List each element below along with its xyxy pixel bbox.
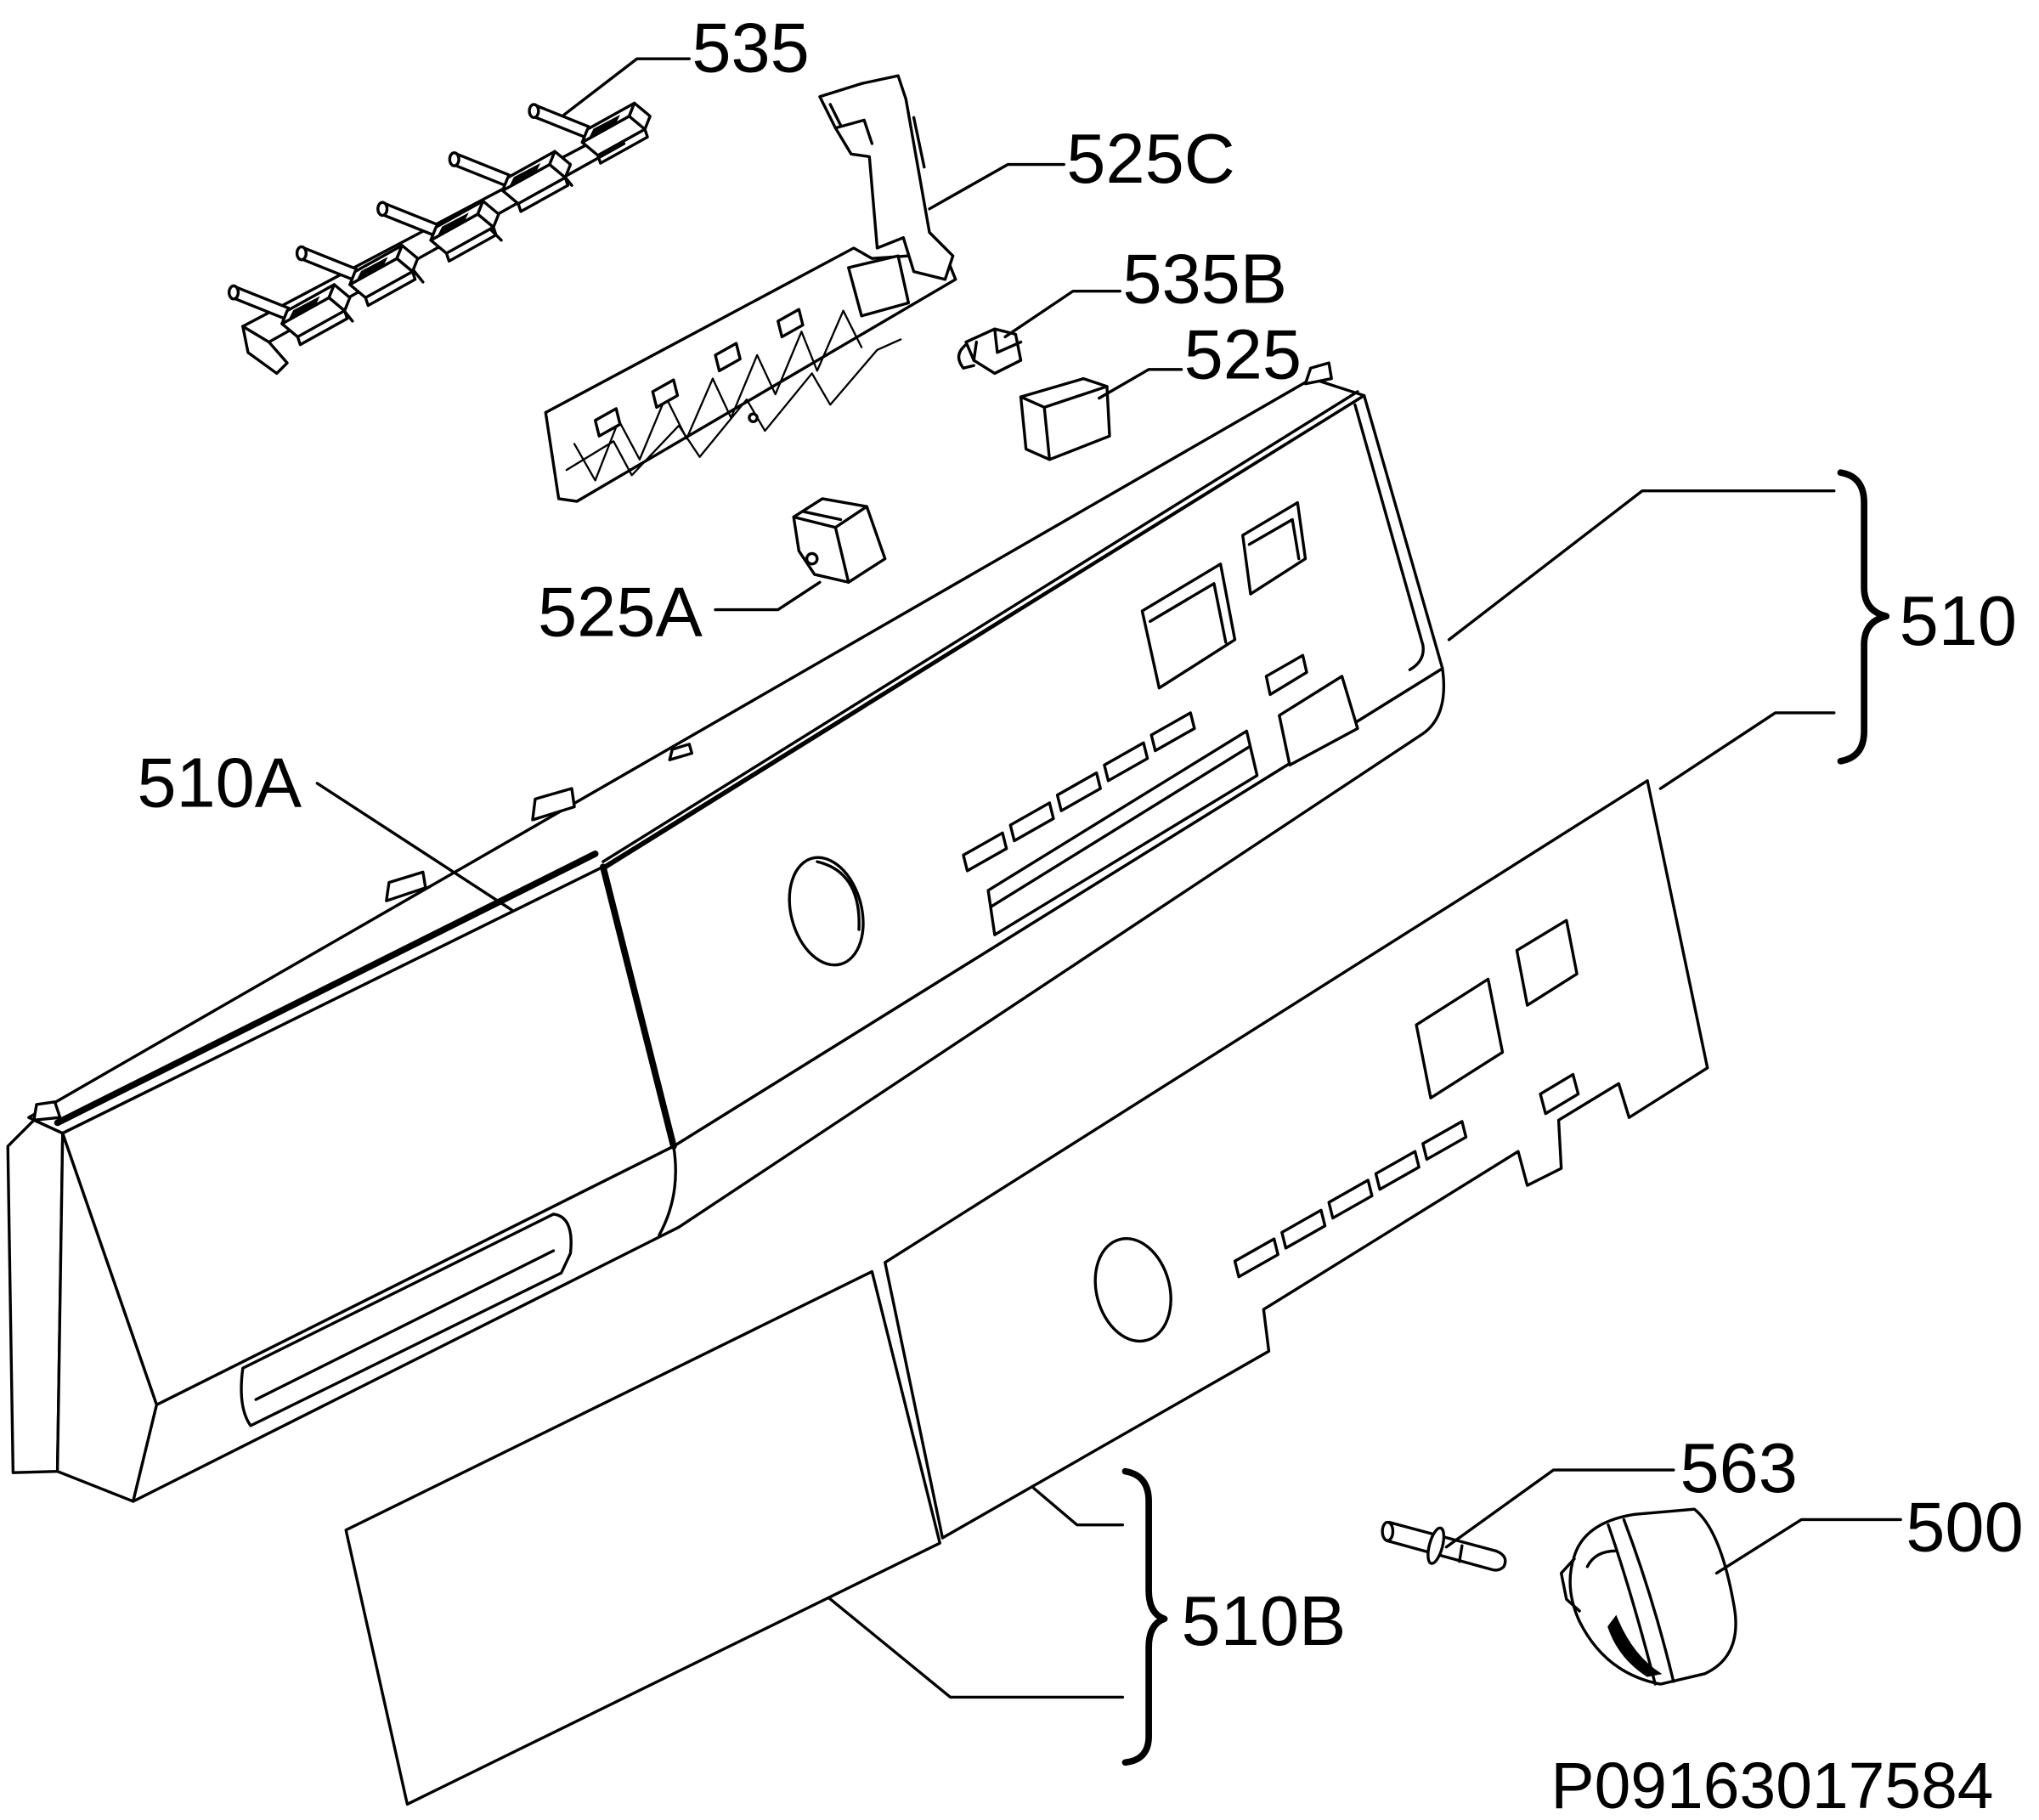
part-525c-pcb-bracket: [544, 74, 957, 503]
panel-clip: [32, 1100, 62, 1122]
pin-rib: [1458, 1544, 1464, 1563]
display-window-large: [1140, 562, 1237, 690]
leader-525a: [714, 580, 822, 612]
knob-body: [1568, 1507, 1737, 1686]
panel-end-cap: [6, 1118, 65, 1474]
callout-labels: 535 525C 535B 525 525A 510 510A 510B 563…: [137, 8, 2023, 1660]
panel-top-rim: [602, 390, 1359, 863]
decal-left: [344, 1269, 941, 1806]
panel-clip: [668, 743, 694, 761]
callout-label-510: 510: [1900, 581, 2017, 660]
decal-knob-opening: [1093, 1236, 1172, 1343]
pin-flange: [1426, 1526, 1446, 1565]
part-535b-clip: [957, 327, 1023, 376]
part-535-switch-strip: [227, 101, 652, 376]
leader-510a: [315, 782, 513, 912]
leader-510-lower: [1658, 711, 1836, 790]
clip-hook: [957, 342, 975, 370]
knob-shadow: [1607, 1614, 1663, 1677]
bracket-lattice: [573, 309, 863, 482]
callout-label-525a: 525A: [538, 572, 703, 651]
leader-535: [562, 57, 691, 116]
part-563-pin: [1381, 1520, 1507, 1572]
block-edges: [1019, 385, 1109, 461]
callout-label-535b: 535B: [1122, 239, 1287, 318]
panel-clip: [531, 787, 576, 822]
leader-500: [1714, 1518, 1902, 1575]
lip-joint: [658, 1145, 677, 1237]
knob-grip-ridge: [1607, 1518, 1675, 1686]
brace-510b: [1121, 1467, 1168, 1766]
leader-525c: [928, 162, 1065, 211]
switch-carrier-hook: [241, 325, 289, 376]
decal-window-small: [1515, 918, 1579, 1007]
part-510b-decals: [344, 779, 1709, 1806]
leader-525: [1098, 368, 1183, 400]
callout-label-510a: 510A: [137, 743, 302, 822]
leader-535b: [1003, 289, 1122, 339]
display-window-small-bevel: [1247, 517, 1301, 561]
decal-button-openings: [1233, 1120, 1468, 1279]
bracket-window: [847, 254, 911, 318]
cube-hole: [805, 551, 819, 566]
panel-right-edge: [1353, 403, 1425, 671]
clip-edge: [972, 327, 1023, 362]
cube-edges: [792, 505, 868, 584]
drawer-top-rim: [54, 851, 599, 1127]
bracket-cutouts: [593, 308, 805, 438]
callout-label-500: 500: [1906, 1487, 2023, 1566]
knob-opening: [788, 856, 865, 967]
display-window-small: [1241, 500, 1308, 596]
pin-shaft: [1381, 1520, 1507, 1572]
drawer-handle-edge: [254, 1249, 556, 1401]
indicator-opening: [1264, 653, 1308, 697]
callout-label-535: 535: [692, 8, 809, 88]
callout-label-525: 525: [1184, 315, 1302, 394]
decal-right: [884, 779, 1709, 1540]
leader-lines: [315, 57, 1902, 1699]
microswitch: [227, 283, 352, 347]
block-body: [1019, 376, 1111, 461]
callout-label-525c: 525C: [1066, 119, 1234, 198]
decal-window-large: [1415, 977, 1505, 1099]
side-opening: [1278, 675, 1359, 767]
bracket-arm-detail: [828, 103, 926, 169]
leader-510b-lower: [827, 1596, 1125, 1699]
leader-510b-upper: [1032, 1486, 1125, 1527]
panel-clip: [1303, 361, 1333, 386]
knob-opening-bevel: [816, 860, 861, 931]
leader-510-upper: [1447, 489, 1836, 642]
drawer-panel-divider: [600, 863, 677, 1150]
display-window-large-bevel: [1148, 582, 1228, 644]
leader-563: [1444, 1468, 1675, 1549]
knob-shaft-hole: [1585, 1549, 1618, 1568]
display-slot-bevel: [991, 745, 1251, 908]
bracket-lattice: [565, 338, 902, 477]
pin-tip: [1381, 1520, 1395, 1542]
part-510-control-panel: [6, 361, 1446, 1503]
callout-label-510b: 510B: [1182, 1581, 1347, 1660]
knob-clip-tab: [1559, 1557, 1581, 1613]
reference-code: P09163017584: [1550, 1749, 1993, 1820]
bracket-hole: [748, 412, 759, 423]
button-openings: [962, 711, 1196, 873]
part-500-knob: [1559, 1507, 1737, 1686]
drawer-handle-recess: [240, 1212, 573, 1427]
decal-indicator-opening: [1539, 1072, 1580, 1116]
part-525-block: [1019, 376, 1111, 461]
diagram-canvas: 535 525C 535B 525 525A 510 510A 510B 563…: [6, 8, 2024, 1820]
callout-label-563: 563: [1680, 1428, 1797, 1507]
panel-clip: [385, 870, 427, 902]
bracket-arm: [818, 74, 955, 281]
brace-510: [1837, 469, 1890, 765]
part-525a-cube: [792, 497, 887, 584]
